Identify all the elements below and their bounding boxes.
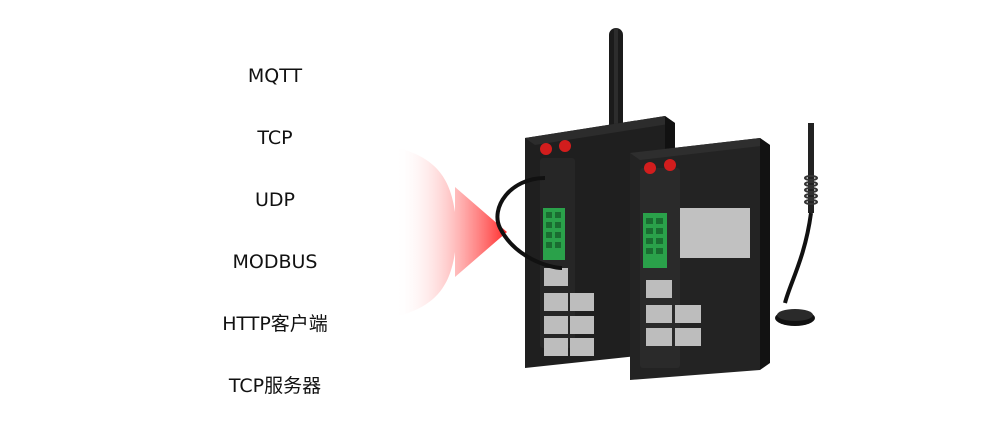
protocol-list: MQTT TCP UDP MODBUS HTTP客户端 TCP服务器	[200, 52, 350, 424]
protocol-label: TCP服务器	[228, 375, 322, 397]
protocol-label: MQTT	[247, 65, 303, 87]
arrow-right-icon	[395, 147, 507, 317]
protocol-label: TCP	[257, 127, 293, 149]
protocol-label: UDP	[255, 189, 295, 211]
industrial-router-product-photo	[495, 28, 818, 380]
protocol-label: HTTP客户端	[222, 313, 328, 335]
protocol-label: MODBUS	[232, 251, 318, 273]
